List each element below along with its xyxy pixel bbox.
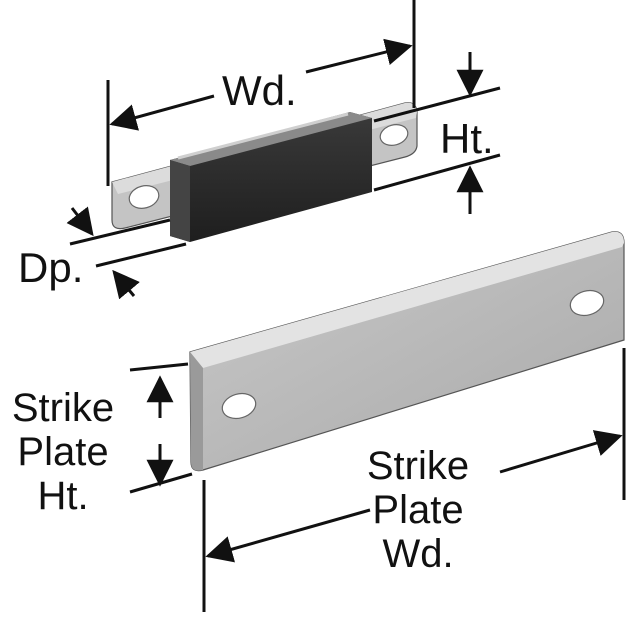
depth-arrow-top [66,206,94,237]
magnet-assembly [111,102,418,242]
width-label: Wd. [222,67,297,114]
strike-plate [189,231,625,472]
strike-plate-width-line-1: Strike [366,444,470,488]
strike-plate-height-label: Strike Plate Ht. [0,386,128,518]
strike-plate-height-line-2: Plate [17,430,109,474]
flange-hole-right [379,124,409,146]
width-arrow-left [109,94,215,131]
strike-width-arrow-right [499,430,623,474]
strike-plate-height-line-3: Ht. [37,474,89,518]
depth-extension-top [69,218,171,246]
depth-extension-bottom [95,242,187,268]
dimension-lines [66,0,626,612]
strike-plate-hole-right [569,289,605,317]
width-arrow-right [305,38,413,74]
strike-plate-height-line-1: Strike [11,386,115,430]
strike-plate-width-line-3: Wd. [382,532,454,576]
strike-plate-width-line-2: Plate [372,488,464,532]
flange-hole-left [128,185,160,209]
strike-plate-width-label: Strike Plate Wd. [350,444,486,576]
depth-label: Dp. [18,244,84,291]
height-extension-bottom [373,153,501,192]
strike-width-arrow-left [205,508,371,563]
depth-arrow-bottom [112,269,140,300]
strike-height-extension-top [129,362,189,372]
strike-plate-hole-left [221,392,257,420]
magnet-body [170,112,372,242]
height-label: Ht. [440,115,494,162]
